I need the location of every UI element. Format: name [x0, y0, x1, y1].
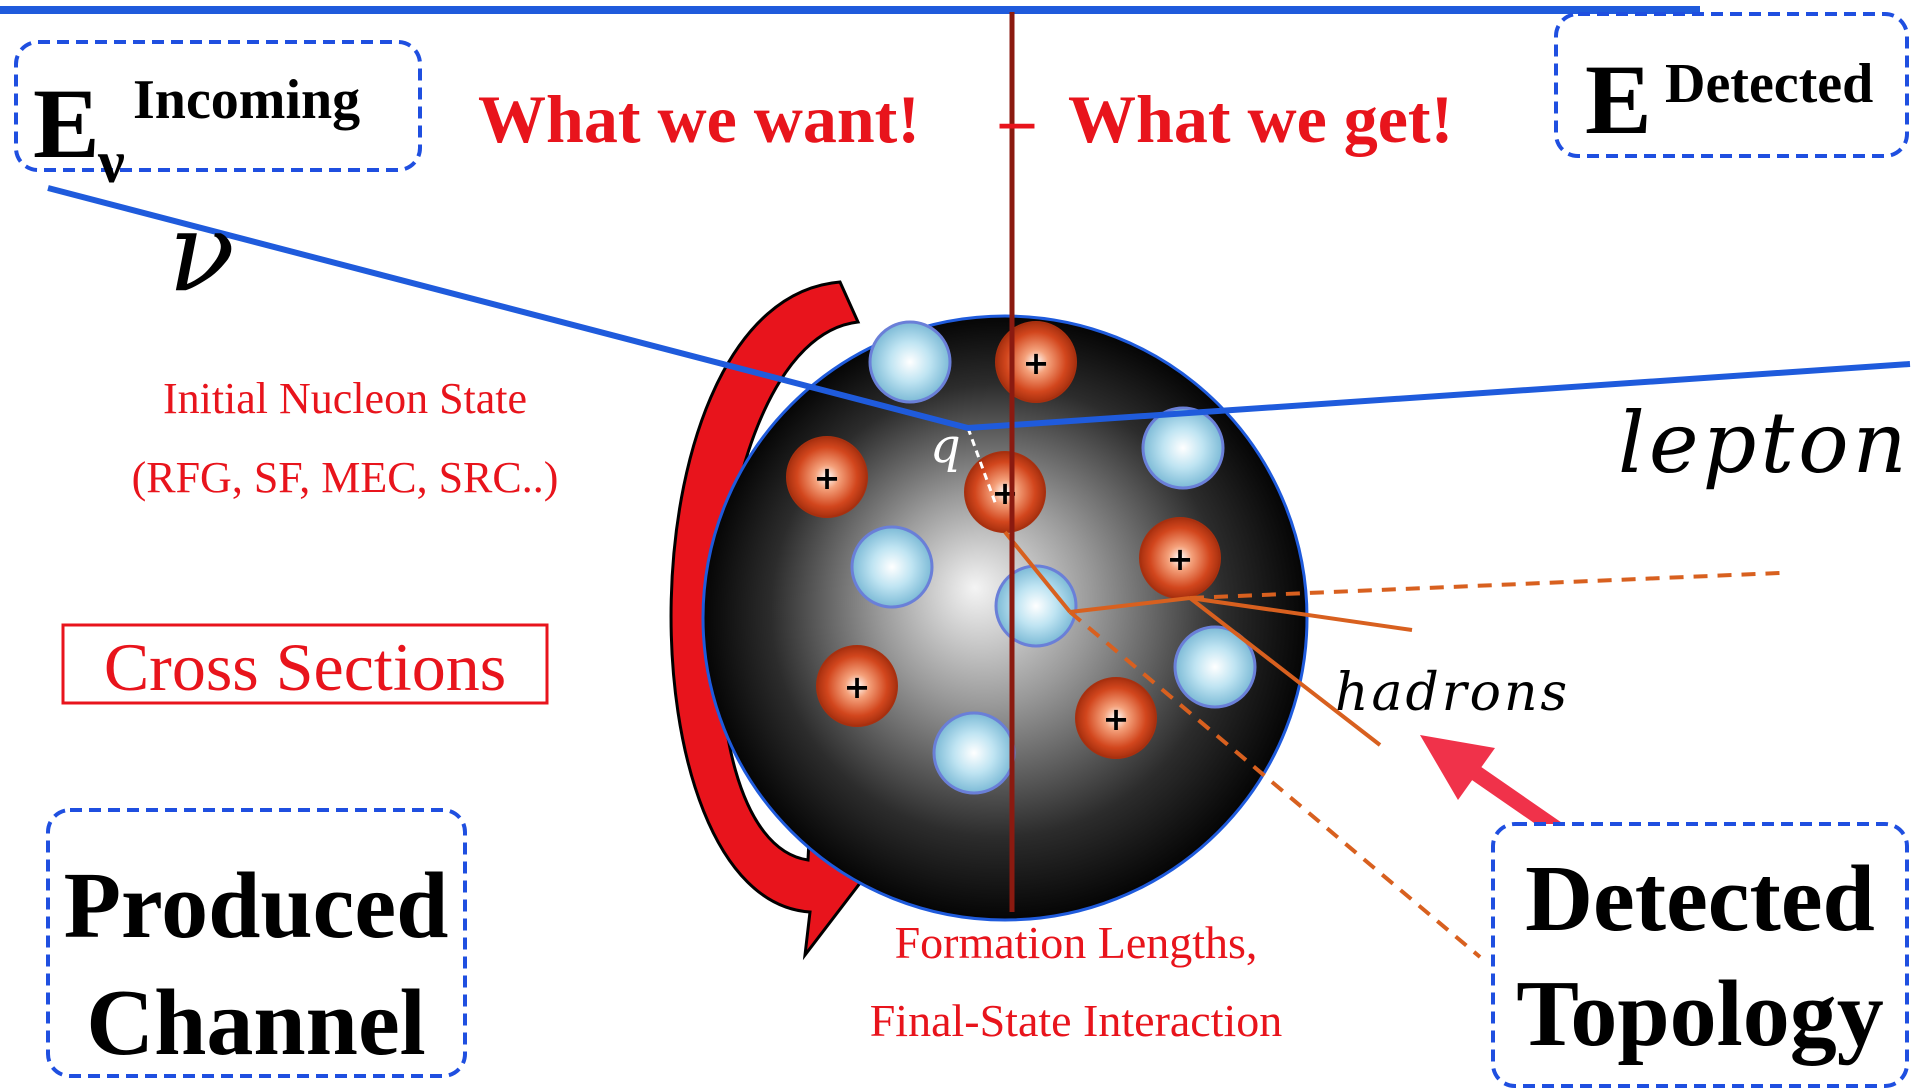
proton-plus: + [1167, 540, 1194, 578]
formation-line2: Final-State Interaction [870, 995, 1283, 1046]
momentum-transfer-line [966, 427, 998, 506]
cross-sections-box [61, 623, 549, 705]
energy-incoming-subscript: ν [97, 129, 125, 195]
lepton-label: lepton [1618, 394, 1911, 492]
cross-sections-label: Cross Sections [104, 629, 506, 705]
neutrino-label: ν [168, 188, 235, 316]
energy-detected-base: E [1585, 44, 1652, 155]
neutron [932, 711, 1016, 795]
neutron [1173, 625, 1257, 709]
what-we-get-text: What we get! [1068, 81, 1453, 157]
proton [995, 321, 1077, 403]
energy-incoming-superscript: Incoming [133, 69, 360, 131]
neutron [994, 564, 1078, 648]
energy-detected-box [1554, 12, 1909, 158]
energy-incoming-box [14, 40, 422, 172]
header-separator: – [999, 81, 1035, 157]
produced-channel-box [46, 808, 467, 1078]
energy-detected-superscript: Detected [1665, 53, 1873, 115]
proton [1075, 677, 1157, 759]
proton [816, 645, 898, 727]
detected-line1: Detected [1525, 847, 1875, 951]
neutron [850, 525, 934, 609]
detected-topology-box [1491, 822, 1909, 1088]
neutron [1141, 406, 1225, 490]
detected-line2: Topology [1516, 962, 1883, 1066]
nucleon-state-line1: Initial Nucleon State [163, 374, 527, 423]
formation-line1: Formation Lengths, [895, 917, 1258, 968]
neutron [868, 320, 952, 404]
neutrino-beam [47, 185, 1911, 432]
proton [786, 436, 868, 518]
what-we-want-text: What we want! [478, 81, 920, 157]
produced-line1: Produced [64, 854, 449, 958]
proton-plus: + [814, 459, 841, 497]
produced-line2: Channel [86, 971, 426, 1075]
hadrons-label: hadrons [1335, 663, 1570, 723]
energy-incoming-base: E [33, 68, 100, 179]
proton-plus: + [844, 668, 871, 706]
protons [786, 321, 1221, 759]
hadron-tracks [1003, 530, 1781, 959]
proton-plus: + [1103, 700, 1130, 738]
proton-plus: + [1023, 344, 1050, 382]
nucleon-state-line2: (RFG, SF, MEC, SRC..) [132, 453, 559, 502]
q-label: q [930, 418, 961, 474]
